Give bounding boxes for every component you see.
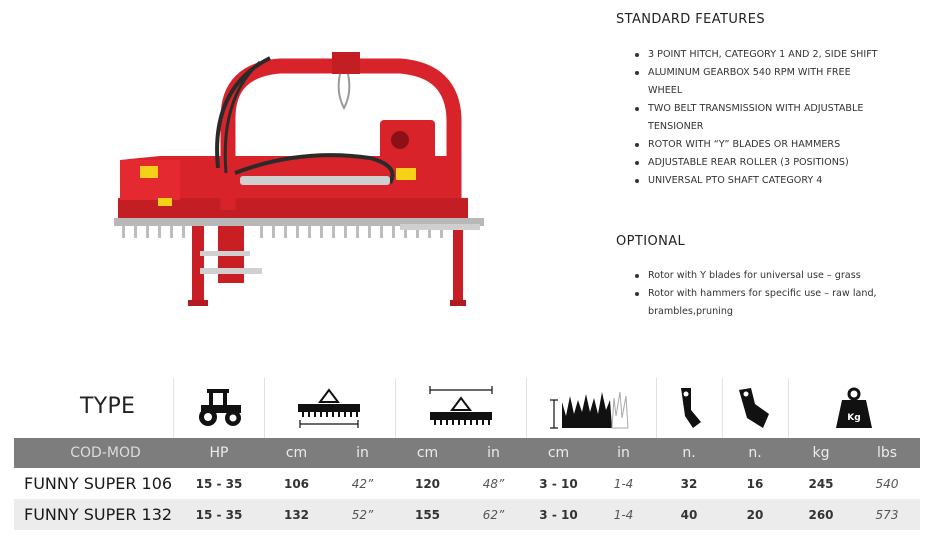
total-width-cm: 120 [414, 476, 441, 491]
total-width-icon [426, 384, 496, 432]
header-cm-3: cm [547, 445, 570, 461]
list-item: 3 POINT HITCH, CATEGORY 1 AND 2, SIDE SH… [632, 46, 880, 64]
table-row: FUNNY SUPER 132 15 - 35 132 52” 155 62” … [14, 499, 920, 530]
total-width-cm: 155 [414, 507, 441, 522]
icon-row: TYPE [14, 378, 920, 438]
tractor-icon [190, 384, 250, 432]
total-width-in: 62” [482, 507, 505, 522]
header-in-2: in [487, 445, 500, 461]
list-item: Rotor with Y blades for universal use – … [632, 267, 882, 285]
hp-value: 15 - 35 [195, 476, 243, 491]
working-width-in: 52” [351, 507, 374, 522]
hammers-count: 20 [746, 507, 764, 522]
cutting-height-cm: 3 - 10 [539, 476, 578, 491]
working-width-in: 42” [351, 476, 374, 491]
list-item: Rotor with hammers for specific use – ra… [632, 285, 882, 321]
header-n-1: n. [682, 445, 696, 461]
table-row: FUNNY SUPER 106 15 - 35 106 42” 120 48” … [14, 468, 920, 499]
flail-mower-image [114, 52, 484, 306]
weight-label: Kg [847, 413, 860, 423]
divider [788, 378, 789, 438]
standard-features-list: 3 POINT HITCH, CATEGORY 1 AND 2, SIDE SH… [632, 46, 880, 190]
hammer-icon [730, 384, 780, 432]
table-header-row: COD-MOD HP cm in cm in cm in n. n. kg lb… [14, 438, 920, 468]
working-width-cm: 106 [283, 476, 310, 491]
header-cod-mod: COD-MOD [70, 445, 141, 461]
header-in-1: in [356, 445, 369, 461]
header-cm-2: cm [416, 445, 439, 461]
model-name: FUNNY SUPER 106 [24, 474, 173, 493]
cutting-height-in: 1-4 [613, 507, 634, 522]
model-name: FUNNY SUPER 132 [24, 505, 173, 524]
divider [656, 378, 657, 438]
cutting-height-in: 1-4 [613, 476, 634, 491]
header-cm-1: cm [285, 445, 308, 461]
working-width-cm: 132 [283, 507, 310, 522]
features-panel: STANDARD FEATURES 3 POINT HITCH, CATEGOR… [616, 12, 916, 321]
hammers-count: 16 [746, 476, 764, 491]
list-item: UNIVERSAL PTO SHAFT CATEGORY 4 [632, 172, 880, 190]
optional-list: Rotor with Y blades for universal use – … [632, 267, 882, 321]
list-item: ROTOR WITH “Y” BLADES OR HAMMERS [632, 136, 880, 154]
cutting-height-cm: 3 - 10 [539, 507, 578, 522]
spec-table: TYPE [14, 378, 920, 530]
total-width-in: 48” [482, 476, 505, 491]
weight-lbs: 573 [875, 507, 899, 522]
header-n-2: n. [748, 445, 762, 461]
header-in-3: in [617, 445, 630, 461]
weight-lbs: 540 [875, 476, 899, 491]
optional-title: OPTIONAL [616, 234, 686, 249]
header-hp: HP [209, 445, 229, 461]
header-lbs: lbs [876, 445, 898, 461]
y-blades-count: 32 [680, 476, 698, 491]
divider [722, 378, 723, 438]
y-blade-icon [664, 384, 714, 432]
header-kg: kg [812, 445, 830, 461]
type-title: TYPE [80, 394, 136, 419]
weight-icon: Kg [814, 384, 894, 432]
weight-kg: 260 [808, 507, 834, 522]
divider [395, 378, 396, 438]
cutting-height-icon [544, 384, 644, 432]
divider [526, 378, 527, 438]
list-item: ALUMINUM GEARBOX 540 RPM WITH FREE WHEEL [632, 64, 880, 100]
hp-value: 15 - 35 [195, 507, 243, 522]
weight-kg: 245 [808, 476, 834, 491]
list-item: TWO BELT TRANSMISSION WITH ADJUSTABLE TE… [632, 100, 880, 136]
working-width-icon [294, 384, 364, 432]
list-item: ADJUSTABLE REAR ROLLER (3 POSITIONS) [632, 154, 880, 172]
divider [173, 378, 174, 438]
y-blades-count: 40 [680, 507, 698, 522]
standard-features-title: STANDARD FEATURES [616, 12, 765, 27]
divider [264, 378, 265, 438]
